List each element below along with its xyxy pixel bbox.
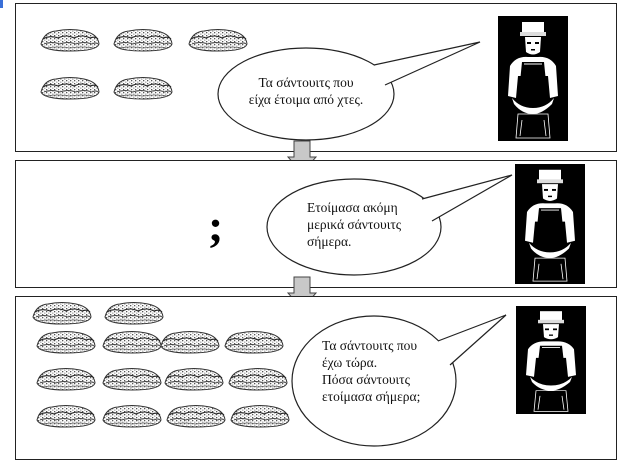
speech-text: Τα σάντουιτς που έχω τώρα. Πόσα σάντουιτ…: [322, 338, 421, 404]
speech-bubble: [217, 41, 481, 141]
sandwich-icon: [111, 26, 175, 54]
sandwich-icon: [162, 365, 226, 393]
sandwich-icon: [100, 328, 164, 356]
speech-bubble: [291, 314, 507, 447]
sandwich-icon: [111, 74, 175, 102]
speech-text: Ετοίμασα ακόμη μερικά σάντουιτς σήμερα.: [307, 200, 402, 249]
sandwich-icon: [38, 26, 102, 54]
sandwich-icon: [34, 328, 98, 356]
panel-total: Τα σάντουιτς που έχω τώρα. Πόσα σάντουιτ…: [15, 296, 617, 460]
sandwich-icon: [222, 328, 286, 356]
sandwich-icon: [228, 402, 292, 430]
corner-mark: [0, 0, 3, 8]
chef-icon: [515, 164, 585, 284]
sandwich-icon: [34, 402, 98, 430]
speech-text: Τα σάντουιτς που είχα έτοιμα από χτες.: [248, 75, 364, 107]
panel-today: ; Ετοίμασα ακόμη μερικά σάντουιτς σήμερα…: [15, 160, 617, 288]
sandwich-icon: [34, 365, 98, 393]
question-semicolon: ;: [208, 200, 224, 251]
speech-bubble: [266, 174, 513, 276]
sandwich-icon: [226, 365, 290, 393]
sandwich-icon: [30, 299, 94, 327]
chef-icon: [516, 306, 586, 414]
sandwich-icon: [100, 402, 164, 430]
panel-yesterday: Τα σάντουιτς που είχα έτοιμα από χτες.: [15, 3, 617, 152]
sandwich-icon: [102, 299, 166, 327]
sandwich-icon: [100, 365, 164, 393]
sandwich-icon: [164, 402, 228, 430]
sandwich-icon: [158, 328, 222, 356]
sandwich-icon: [38, 74, 102, 102]
chef-icon: [498, 16, 568, 141]
